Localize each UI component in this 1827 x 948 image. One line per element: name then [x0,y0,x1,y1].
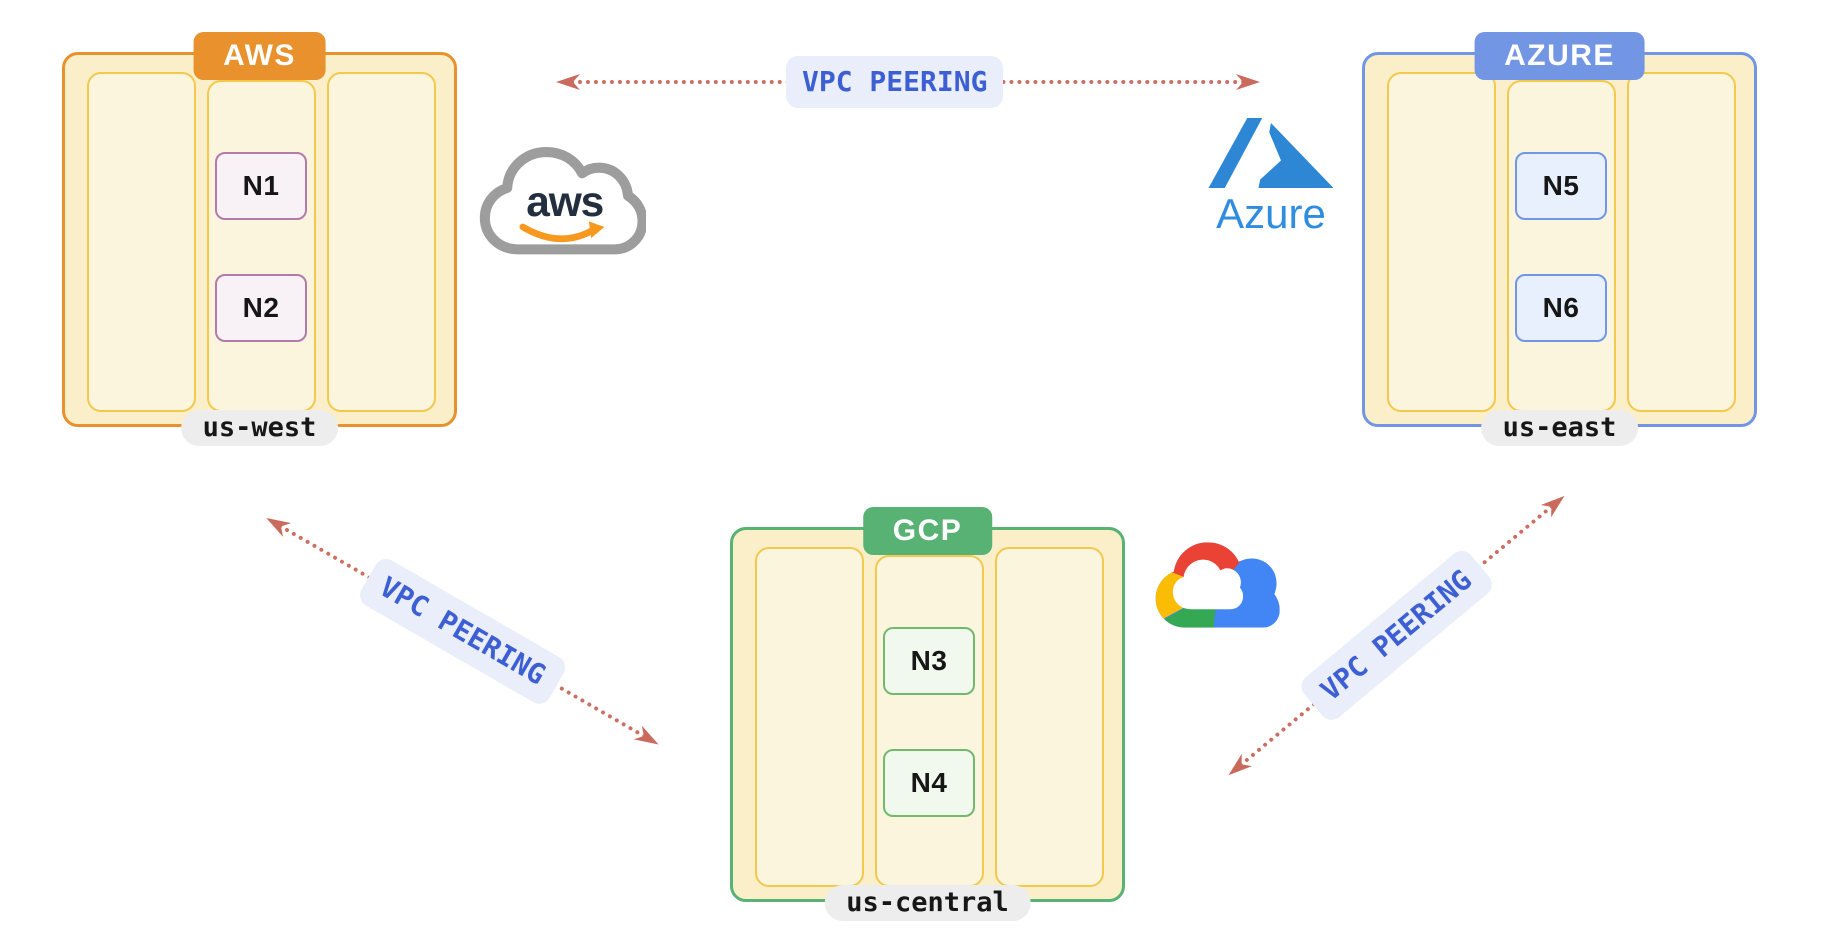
vpc-peering-arrow-aws-gcp: VPC PEERING [256,497,670,765]
node-n1: N1 [215,152,307,220]
arrowhead-left-icon [556,74,580,90]
azure-cloud-group: AZURE N5 N6 us-east [1362,32,1757,446]
region-label-us-central: us-central [824,885,1031,921]
subnet-column [755,547,864,887]
gcp-cloud-group: GCP N3 N4 us-central [730,507,1125,921]
aws-logo-icon: aws [478,142,648,270]
vpc-peering-arrow-aws-azure: VPC PEERING [556,56,1260,108]
subnet-column [1387,72,1496,412]
vpc-peering-arrow-gcp-azure: VPC PEERING [1214,478,1579,793]
region-label-us-east: us-east [1480,410,1639,446]
arrowhead-right-icon [633,725,659,745]
azure-logo-text: Azure [1216,190,1326,237]
subnet-column [87,72,196,412]
node-n5: N5 [1515,152,1607,220]
vpc-peering-label: VPC PEERING [355,554,570,709]
node-n2: N2 [215,274,307,342]
azure-header-tab: AZURE [1474,32,1645,80]
aws-cloud-group: AWS N1 N2 us-west [62,32,457,446]
subnet-column [995,547,1104,887]
subnet-column [875,555,984,887]
arrowhead-right-icon [1236,74,1260,90]
node-n4: N4 [883,749,975,817]
subnet-column [1627,72,1736,412]
vpc-peering-label: VPC PEERING [786,56,1004,108]
arrowhead-left-icon [1228,753,1253,776]
svg-text:aws: aws [526,179,603,226]
subnet-column [327,72,436,412]
azure-logo-icon: Azure [1196,118,1346,238]
node-n6: N6 [1515,274,1607,342]
region-label-us-west: us-west [180,410,339,446]
subnet-column [207,80,316,412]
arrowhead-left-icon [266,518,292,537]
aws-header-tab: AWS [193,32,326,80]
gcp-logo-icon [1150,538,1280,638]
vpc-peering-label: VPC PEERING [1296,546,1497,726]
subnet-column [1507,80,1616,412]
node-n3: N3 [883,627,975,695]
arrowhead-right-icon [1540,495,1565,518]
gcp-header-tab: GCP [862,507,993,555]
